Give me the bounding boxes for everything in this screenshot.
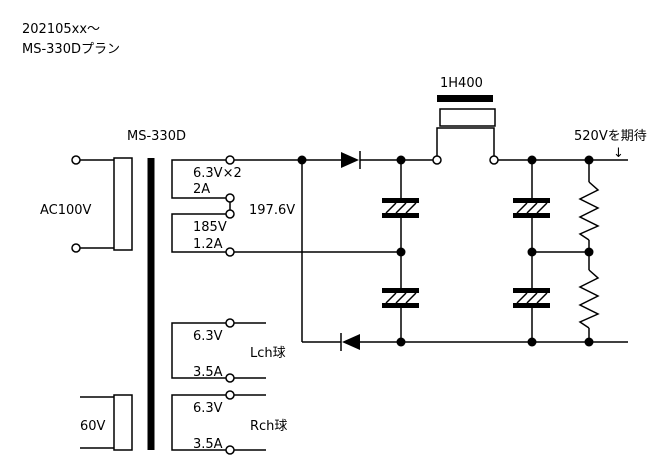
output-voltage-label: 520Vを期待 (574, 129, 647, 144)
junction-dot (396, 155, 406, 165)
heater-r-voltage: 6.3V (193, 401, 223, 416)
aux-voltage-label: 60V (80, 419, 106, 434)
plan-title: MS-330Dプラン (22, 42, 120, 57)
resistor-2 (578, 269, 600, 329)
capacitor-2b (513, 288, 550, 308)
junction-dot (584, 155, 594, 165)
choke-label: 1H400 (440, 76, 483, 91)
output-arrow: ↓ (613, 146, 624, 161)
capacitor-1b (382, 288, 419, 308)
primary-voltage-label: AC100V (40, 203, 92, 218)
date-line: 202105xx～ (22, 22, 100, 37)
secondary-2-current: 1.2A (193, 237, 223, 252)
rectified-voltage-label: 197.6V (249, 203, 295, 218)
heater-l-voltage: 6.3V (193, 329, 223, 344)
diode-bottom (340, 333, 360, 351)
junction-dot (527, 155, 537, 165)
heater-winding-l (171, 318, 266, 383)
primary-terminal-bottom (71, 243, 81, 253)
heater-r-label: Rch球 (250, 419, 287, 434)
secondary-1-current: 2A (193, 182, 210, 197)
secondary-1-voltage: 6.3V×2 (193, 166, 242, 181)
junction-dot (396, 247, 406, 257)
heater-l-current: 3.5A (193, 365, 223, 380)
junction-dot (584, 247, 594, 257)
junction-dot (527, 247, 537, 257)
choke-terminal-out (489, 155, 499, 165)
junction-dot (396, 337, 406, 347)
heater-r-current: 3.5A (193, 437, 223, 452)
heater-l-label: Lch球 (250, 346, 286, 361)
heater-winding-r (171, 390, 266, 455)
junction-dot (584, 337, 594, 347)
capacitor-2a (513, 198, 550, 218)
primary-winding (71, 155, 133, 253)
capacitor-1a (382, 198, 419, 218)
aux-winding (80, 394, 133, 451)
primary-terminal-top (71, 155, 81, 165)
junction-dot (297, 155, 307, 165)
resistor-1 (578, 181, 600, 241)
junction-dot (527, 337, 537, 347)
choke-coil (436, 95, 496, 156)
transformer-label: MS-330D (127, 129, 186, 144)
diode-top (341, 151, 361, 169)
choke-terminal-in (432, 155, 442, 165)
secondary-2-voltage: 185V (193, 220, 227, 235)
